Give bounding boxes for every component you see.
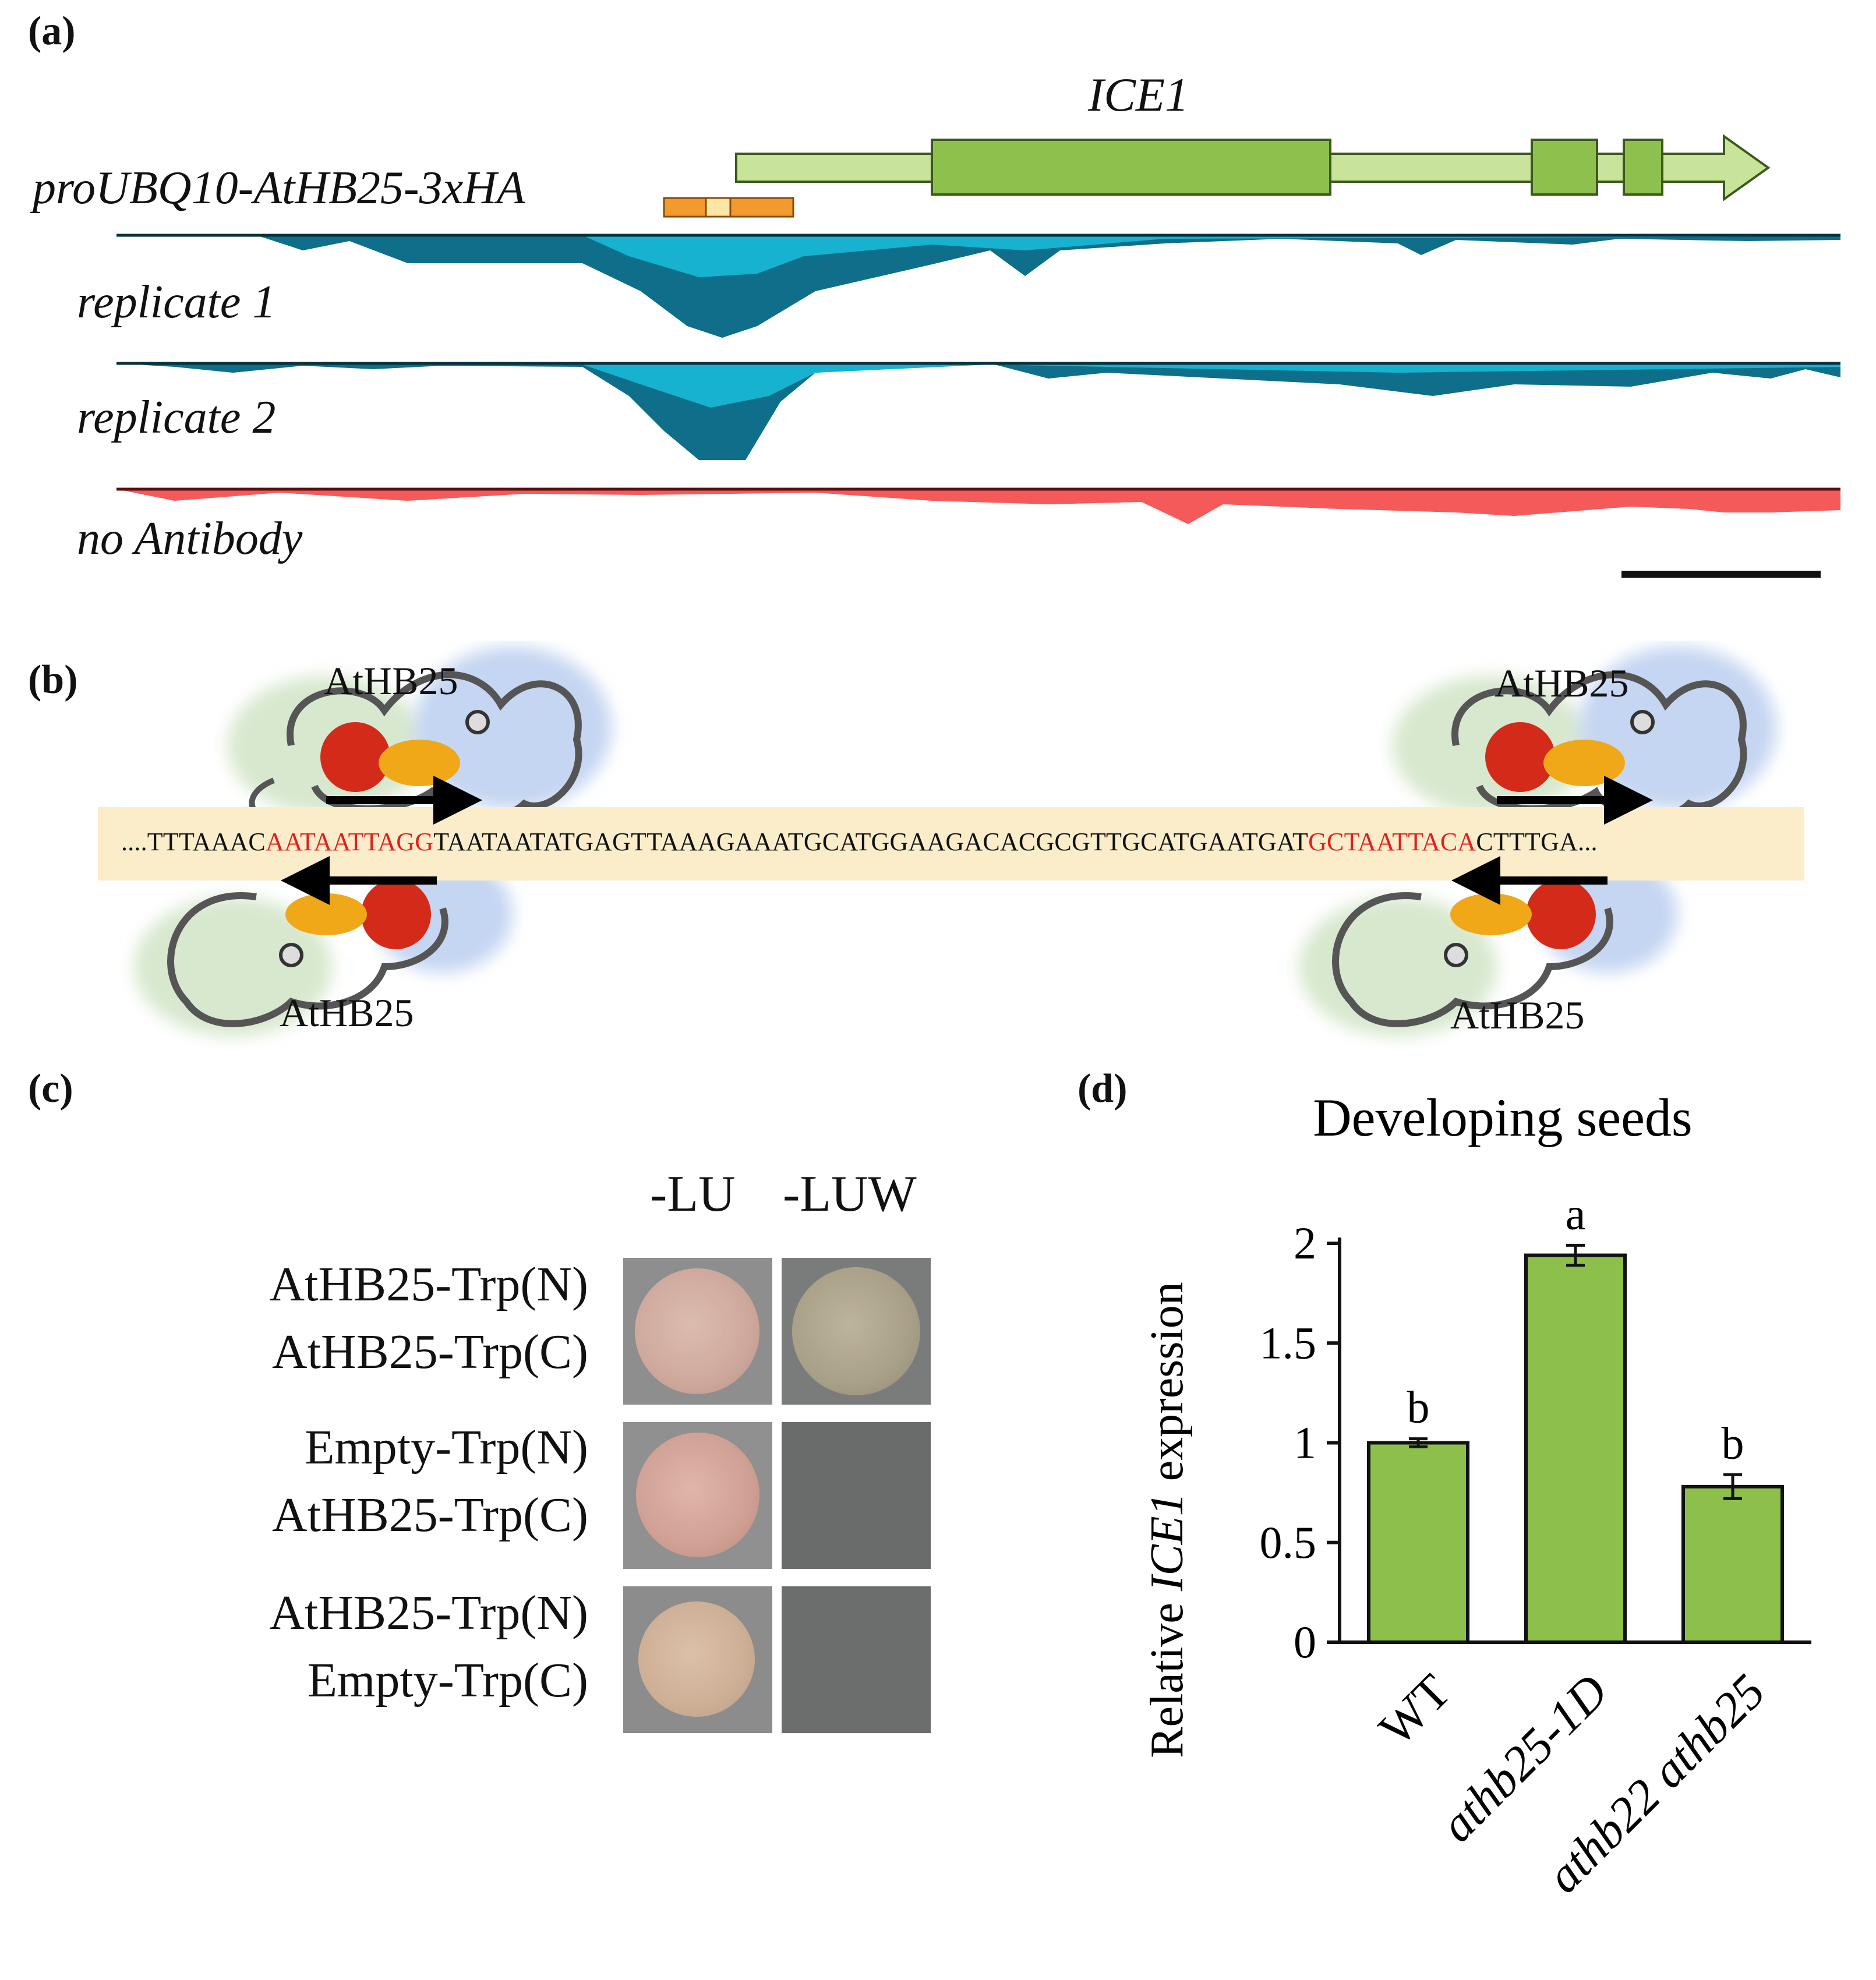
bar-2: [1681, 1484, 1784, 1644]
gene-utr-3-arrow: [1661, 134, 1771, 201]
yeast-row-1-line2: AtHB25-Trp(C): [272, 1325, 588, 1379]
panel-c-label: (c): [28, 1066, 73, 1111]
protein-label-right-top: AtHB25: [1495, 661, 1629, 705]
protein-label-left-top: AtHB25: [324, 659, 458, 703]
motif-2: GCTAATTACA: [1308, 828, 1476, 856]
gene-name: ICE1: [1088, 68, 1189, 121]
track-label-no-antibody: no Antibody: [77, 513, 303, 564]
significance-letter-2: b: [1722, 1417, 1744, 1468]
chip-tracks-svg: [116, 134, 1840, 578]
yeast-row-3-label: AtHB25-Trp(N) Empty-Trp(C): [146, 1579, 588, 1714]
sequence-highlight-box: [98, 807, 1804, 881]
yeast-row-2-line2: AtHB25-Trp(C): [272, 1488, 588, 1542]
gene-model: [735, 134, 1771, 201]
sequence-suffix: CTTTGA...: [1476, 828, 1598, 856]
sequence-prefix: ....TTTAAAC: [121, 828, 266, 856]
column-header-lu: -LU: [650, 1166, 736, 1222]
yeast-spot-r2-lu: [623, 1422, 772, 1569]
yeast-spot-r1-luw: [782, 1258, 931, 1405]
binding-sites: [663, 197, 794, 218]
y-axis-label-prefix: Relative: [1142, 1591, 1193, 1758]
gene-intron-2: [1596, 153, 1625, 183]
panel-a-label: (a): [28, 9, 76, 54]
gene-exon-1: [931, 139, 1331, 196]
significance-letter-1: a: [1566, 1188, 1586, 1239]
sequence-middle: TAATAATATGAGTTAAAGAAATGCATGGAAGACACGCGTT…: [433, 828, 1309, 856]
gene-exon-2: [1531, 139, 1598, 196]
motif-arrows-svg: [281, 776, 1653, 905]
yeast-row-1-label: AtHB25-Trp(N) AtHB25-Trp(C): [146, 1251, 588, 1386]
yeast-row-3-line2: Empty-Trp(C): [307, 1653, 588, 1707]
track-replicate-1: [116, 234, 1840, 338]
y-ticks: 0 0.5 1 1.5 2: [1260, 1218, 1340, 1667]
dna-sequence: ....TTTAAACAATAATTAGGTAATAATATGAGTTAAAGA…: [121, 827, 1598, 857]
y-axis-label-suffix: expression: [1142, 1282, 1193, 1493]
y-tick-label: 1: [1294, 1417, 1316, 1468]
gene-intron-1: [1329, 153, 1533, 183]
gene-exon-3: [1623, 139, 1663, 196]
motif-1: AATAATTAGG: [265, 828, 434, 856]
yeast-row-2-label: Empty-Trp(N) AtHB25-Trp(C): [146, 1414, 588, 1549]
yeast-row-2-line1: Empty-Trp(N): [305, 1420, 588, 1475]
panel-d-label: (d): [1077, 1066, 1128, 1111]
chart-title: Developing seeds: [1313, 1088, 1693, 1147]
y-tick-label: 1.5: [1260, 1317, 1317, 1368]
bar-chart: Developing seeds Relative ICE1 expressio…: [1142, 1088, 1811, 1904]
protein-structure-left-top: [227, 646, 612, 824]
track-label-replicate-2: replicate 2: [77, 392, 276, 443]
yeast-spot-r3-luw: [782, 1586, 931, 1733]
yeast-spot-r3-lu: [623, 1586, 772, 1733]
bars: b a b: [1367, 1188, 1784, 1644]
x-tick-label-0: WT: [1369, 1664, 1461, 1756]
track-replicate-2: [116, 362, 1840, 460]
panel-b-label: (b): [28, 657, 78, 702]
y-tick-label: 2: [1294, 1218, 1316, 1268]
bar-0: [1367, 1441, 1469, 1644]
yeast-row-1-line1: AtHB25-Trp(N): [269, 1257, 588, 1311]
track-no-antibody: [116, 487, 1840, 524]
yeast-spot-r2-luw: [782, 1422, 931, 1569]
protein-structure-left-bottom: [134, 856, 513, 1037]
y-axis-label: Relative ICE1 expression: [1142, 1282, 1193, 1758]
gene-utr-5: [735, 153, 935, 183]
y-tick-label: 0.5: [1260, 1517, 1317, 1568]
track-label-replicate-1: replicate 1: [77, 277, 276, 328]
protein-label-left-bottom: AtHB25: [280, 991, 414, 1035]
yeast-spot-r1-lu: [623, 1258, 772, 1405]
y-tick-label: 0: [1294, 1617, 1316, 1667]
construct-label: proUBQ10-AtHB25-3xHA: [33, 162, 525, 214]
bar-1: [1524, 1253, 1627, 1644]
protein-structure-right-top: [1392, 646, 1776, 820]
y-axis-label-gene: ICE1: [1142, 1493, 1193, 1592]
yeast-row-3-line1: AtHB25-Trp(N): [269, 1586, 588, 1640]
significance-letter-0: b: [1407, 1382, 1430, 1433]
protein-label-right-bottom: AtHB25: [1450, 993, 1585, 1037]
protein-structure-right-bottom: [1299, 856, 1677, 1037]
protein-structures-svg: [134, 646, 1776, 1037]
column-header-luw: -LUW: [783, 1166, 917, 1222]
